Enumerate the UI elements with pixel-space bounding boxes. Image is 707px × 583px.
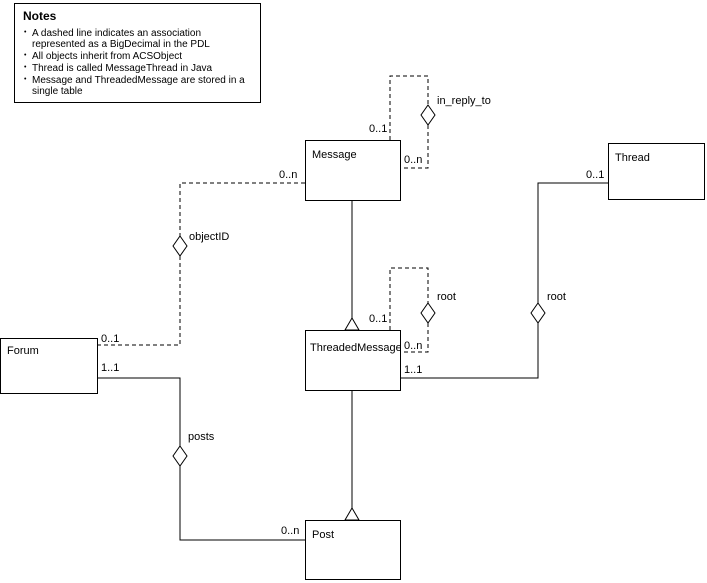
association-objectid-diamond	[172, 235, 188, 257]
multiplicity-threadedmessage-root-source: 0..1	[369, 313, 388, 325]
association-root-self-lower	[401, 323, 429, 353]
association-in-reply-to-diamond	[420, 104, 436, 126]
association-label-in-reply-to: in_reply_to	[437, 95, 491, 107]
association-in-reply-to-upper	[389, 75, 429, 140]
bullet-icon: •	[24, 64, 27, 71]
bullet-icon: •	[24, 76, 27, 83]
association-forum-posts-lower	[179, 466, 305, 541]
association-forum-posts-upper	[98, 377, 181, 446]
association-label-objectid: objectID	[189, 231, 230, 243]
association-label-root-thread: root	[547, 291, 566, 303]
multiplicity-thread-root: 0..1	[586, 169, 605, 181]
note-item: • A dashed line indicates an association…	[23, 28, 252, 50]
association-forum-posts-diamond	[172, 445, 188, 467]
note-item: • Thread is called MessageThread in Java	[23, 63, 252, 74]
association-in-reply-to-lower	[401, 125, 429, 169]
association-thread-root-lower	[401, 323, 539, 379]
multiplicity-threadedmessage-thread: 1..1	[404, 364, 423, 376]
note-text: A dashed line indicates an association r…	[32, 28, 210, 50]
multiplicity-forum-posts: 1..1	[101, 362, 120, 374]
note-item: • All objects inherit from ACSObject	[23, 51, 252, 62]
note-text: Thread is called MessageThread in Java	[32, 63, 213, 74]
generalization-triangle-post	[344, 507, 360, 521]
multiplicity-forum-objectid: 0..1	[101, 333, 120, 345]
notes-box: Notes • A dashed line indicates an assoc…	[14, 3, 261, 103]
association-thread-root-diamond	[530, 302, 546, 324]
association-objectid-lower	[98, 256, 181, 346]
class-box-thread: Thread	[608, 143, 705, 200]
association-objectid-upper	[179, 182, 305, 236]
association-root-self-diamond	[420, 302, 436, 324]
association-label-root-self: root	[437, 291, 456, 303]
association-thread-root-upper	[537, 182, 608, 303]
multiplicity-message-in-reply-to-target: 0..n	[404, 154, 423, 166]
generalization-triangle-threadedmessage	[344, 317, 360, 331]
class-box-forum: Forum	[0, 338, 98, 394]
association-root-self-upper	[389, 267, 429, 330]
multiplicity-message-in-reply-to-source: 0..1	[369, 123, 388, 135]
class-box-threadedmessage: ThreadedMessage	[305, 330, 401, 391]
note-text: All objects inherit from ACSObject	[32, 51, 183, 62]
class-box-message: Message	[305, 140, 401, 201]
multiplicity-message-objectid: 0..n	[279, 169, 298, 181]
association-label-posts: posts	[188, 431, 215, 443]
note-text: Message and ThreadedMessage are stored i…	[32, 75, 245, 97]
multiplicity-post-posts: 0..n	[281, 525, 300, 537]
notes-title: Notes	[23, 9, 57, 23]
note-item: • Message and ThreadedMessage are stored…	[23, 75, 252, 97]
bullet-icon: •	[24, 52, 27, 59]
multiplicity-threadedmessage-root-target: 0..n	[404, 340, 423, 352]
class-box-post: Post	[305, 520, 401, 580]
bullet-icon: •	[24, 29, 27, 36]
